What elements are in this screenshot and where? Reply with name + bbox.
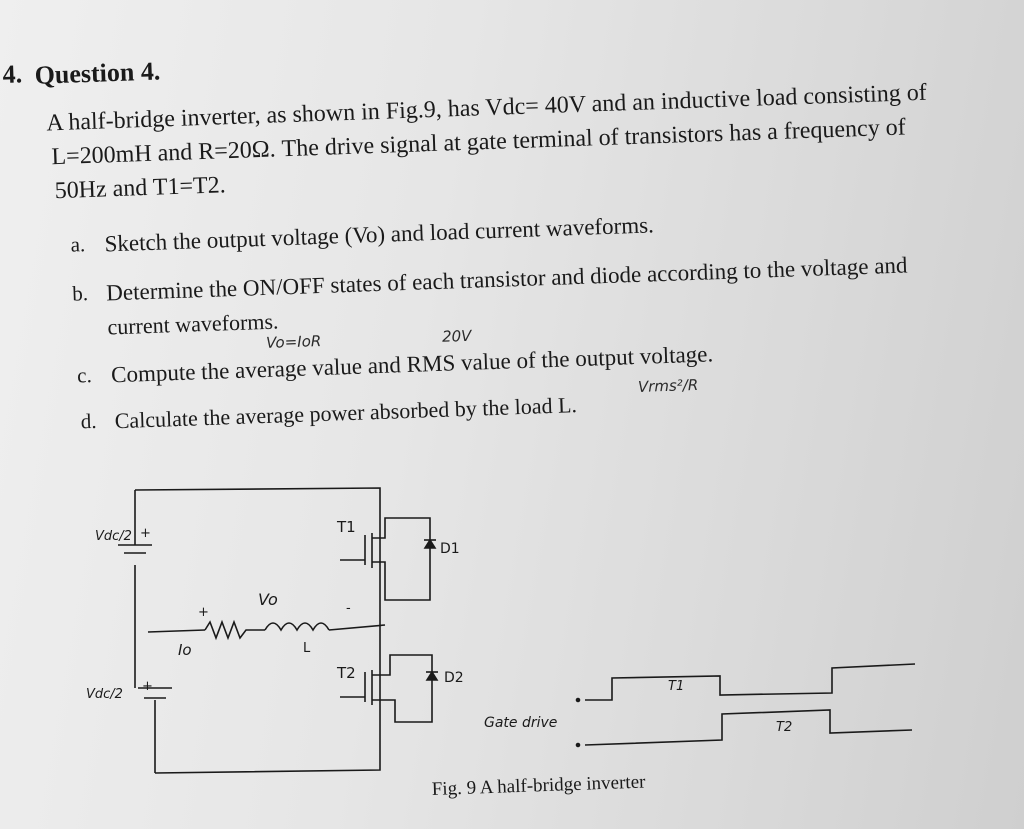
wave-t2-label: T2 — [776, 720, 792, 735]
d1-label: D1 — [440, 541, 460, 557]
vo-plus: + — [198, 605, 209, 620]
inductor-label: L — [303, 641, 311, 656]
t2-label: T2 — [336, 664, 356, 682]
gate-drive-label: Gate drive — [484, 715, 557, 731]
vo-label: Vo — [258, 590, 278, 609]
vdc-bottom-plus: + — [142, 679, 153, 694]
vo-minus: - — [346, 601, 351, 616]
vdc-top-plus: + — [140, 526, 151, 541]
vdc-top-label: Vdc/2 — [95, 529, 132, 544]
wave-t1-label: T1 — [668, 679, 684, 694]
vdc-bottom-label: Vdc/2 — [86, 687, 123, 702]
io-label: Io — [178, 641, 192, 659]
circuit-wires — [118, 487, 916, 774]
t1-label: T1 — [336, 518, 356, 536]
figure-caption: Fig. 9 A half-bridge inverter — [431, 772, 646, 800]
d2-label: D2 — [444, 670, 464, 686]
